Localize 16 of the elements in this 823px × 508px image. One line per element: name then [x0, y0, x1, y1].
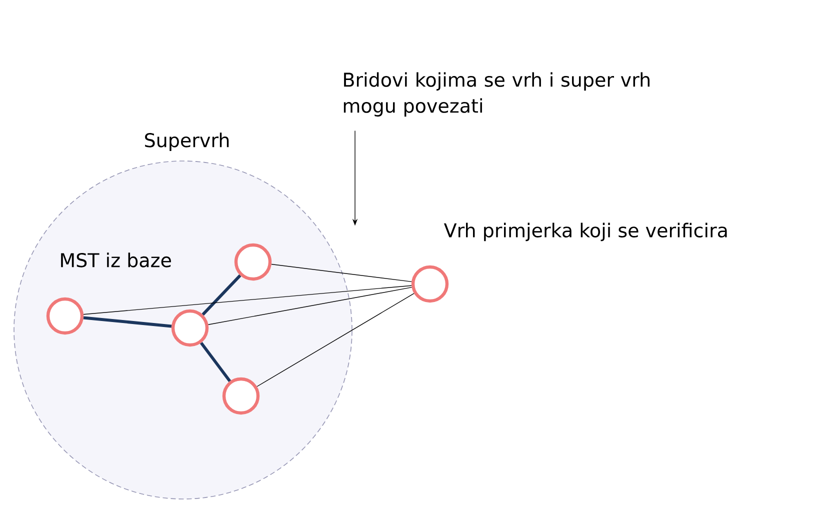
graph-label: MST iz baze [61, 252, 171, 268]
vertex-circle [171, 309, 209, 347]
mst-edge [200, 342, 232, 382]
connecting-line [256, 293, 414, 387]
vertex-circle [46, 297, 84, 335]
vertex-circle [222, 377, 260, 415]
connecting-line [83, 285, 412, 315]
mst-edge [202, 274, 242, 316]
connecting-line [208, 286, 412, 325]
node-caption: Vrh primjerka koji se verificira [444, 222, 727, 242]
connecting-line [271, 264, 412, 282]
node-label: Supervrh [145, 132, 229, 152]
annotation-text: Bridovi kojima se vrh i super vrh mogu povezati [344, 72, 650, 117]
mst-edge [83, 316, 172, 328]
vertex-circle [234, 243, 272, 281]
vertex-circle [411, 265, 449, 303]
